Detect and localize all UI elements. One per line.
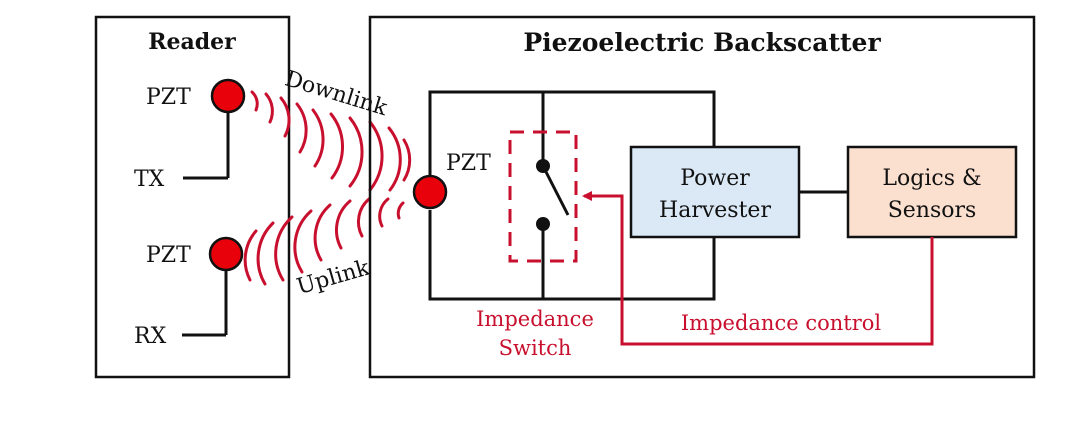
- rx-label: RX: [134, 324, 167, 349]
- reader-rx-pzt-label: PZT: [146, 243, 191, 268]
- switch-contact-bottom: [536, 217, 550, 231]
- impedance-switch-box: [508, 130, 578, 263]
- power-harvester-label-line1: Power: [680, 166, 750, 191]
- impedance-switch-label-line2: Switch: [499, 336, 572, 360]
- switch-contact-top: [536, 159, 550, 173]
- reader-tx-pzt-label: PZT: [146, 85, 191, 110]
- impedance-control-label: Impedance control: [681, 311, 881, 335]
- tag-circuit: [428, 90, 848, 301]
- logics-sensors-label-line1: Logics &: [882, 166, 981, 191]
- reader-title: Reader: [148, 29, 236, 55]
- power-harvester-block: [629, 145, 801, 239]
- tag-pzt: [412, 174, 448, 210]
- uplink-label: Uplink: [294, 255, 373, 300]
- reader-box: [94, 15, 291, 379]
- tag-box: [368, 15, 1036, 379]
- impedance-switch-label-line1: Impedance: [476, 307, 594, 331]
- uplink-waves: [243, 197, 405, 286]
- tx-label: TX: [134, 167, 165, 192]
- downlink-waves: [250, 90, 412, 192]
- tag-pzt-label: PZT: [446, 151, 491, 176]
- downlink-label: Downlink: [282, 66, 391, 121]
- logics-sensors-label-line2: Sensors: [888, 198, 977, 223]
- reader-tx-pzt: [210, 78, 246, 114]
- reader-rx-pzt: [208, 236, 244, 272]
- logics-sensors-block: [846, 145, 1018, 239]
- power-harvester-label-line2: Harvester: [659, 198, 771, 223]
- tag-title: Piezoelectric Backscatter: [523, 28, 881, 57]
- impedance-control-line: [582, 191, 934, 346]
